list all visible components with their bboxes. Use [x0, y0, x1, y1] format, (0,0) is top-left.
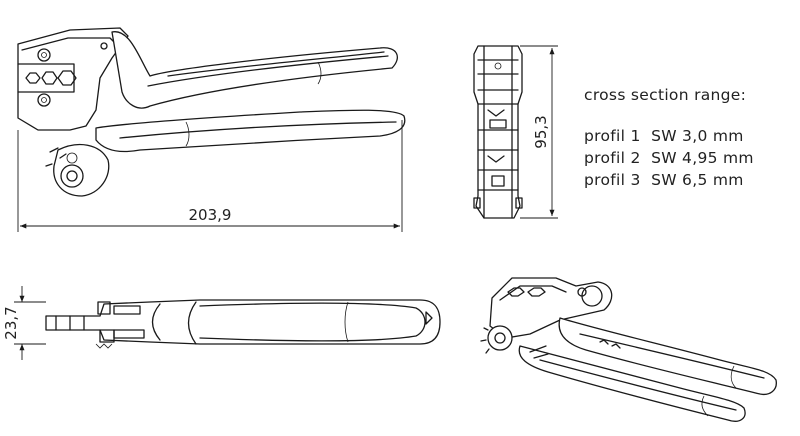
front-view: 95,3 — [473, 45, 558, 219]
side-view: 203,9 — [17, 27, 406, 232]
cross-section-heading: cross section range: — [584, 86, 747, 104]
profile-2-spec: profil 2 SW 4,95 mm — [584, 149, 754, 167]
profile-1-spec: profil 1 SW 3,0 mm — [584, 127, 744, 145]
height-dimension: 95,3 — [520, 45, 558, 219]
top-view: 23,7 — [2, 286, 441, 360]
length-dimension-label: 203,9 — [189, 206, 232, 224]
die-profiles — [25, 70, 77, 86]
length-dimension: 203,9 — [17, 120, 403, 232]
profile-3-spec: profil 3 SW 6,5 mm — [584, 171, 744, 189]
isometric-view — [480, 277, 777, 422]
height-dimension-label: 95,3 — [532, 115, 550, 148]
thickness-dimension-label: 23,7 — [2, 306, 20, 339]
thickness-dimension: 23,7 — [2, 286, 46, 360]
